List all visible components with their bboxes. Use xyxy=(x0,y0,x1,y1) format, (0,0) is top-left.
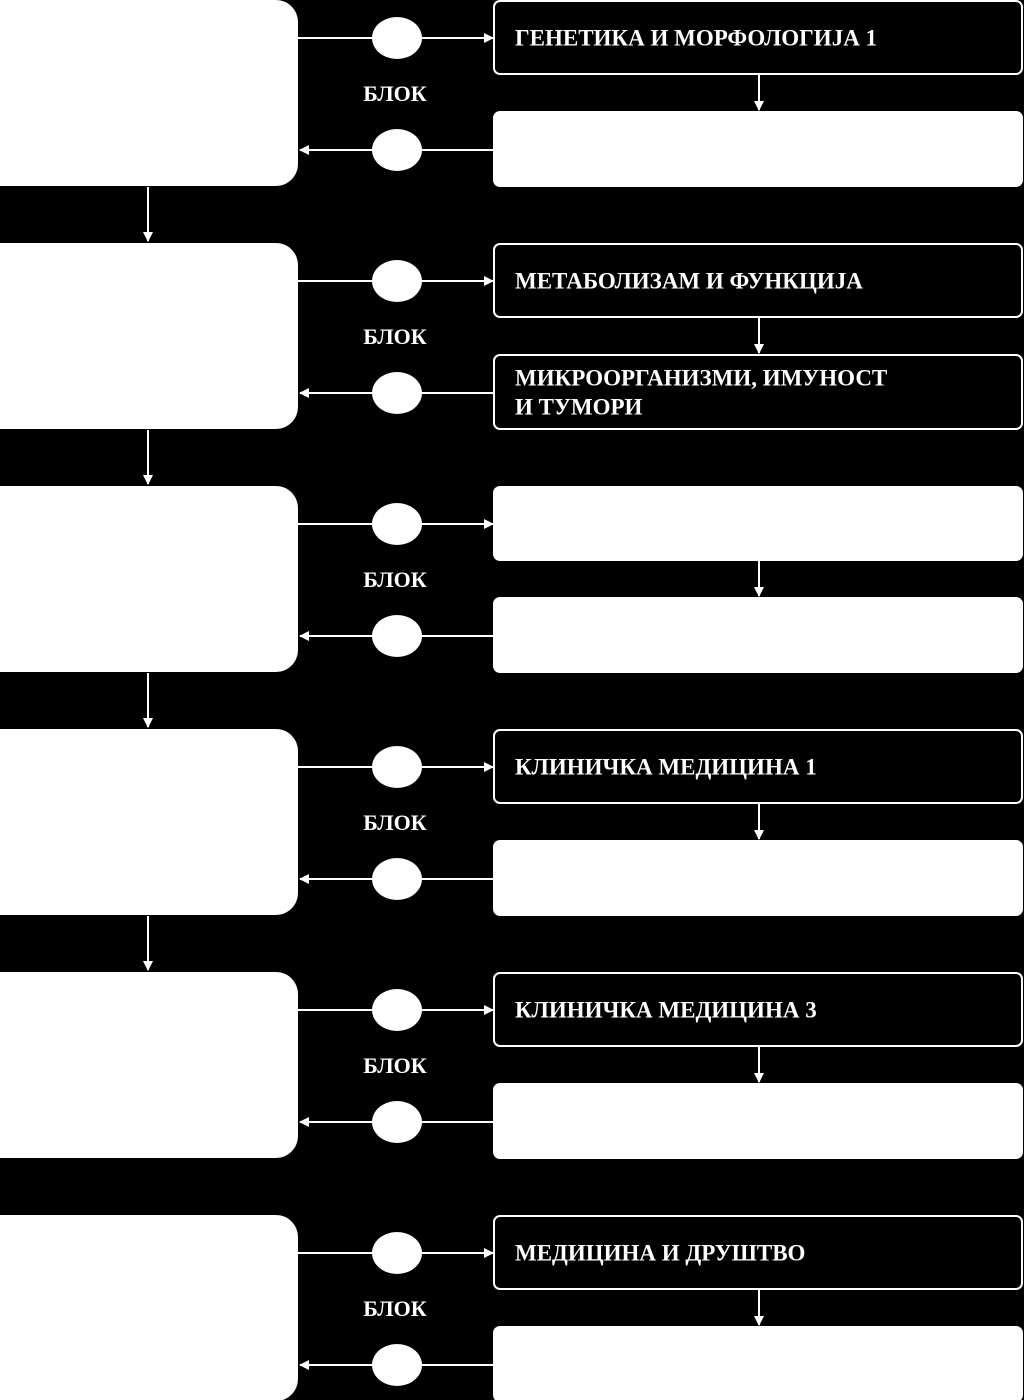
right-top-box xyxy=(493,972,1023,1047)
connector-circle-in xyxy=(372,1344,422,1386)
flow-row: БЛОК КЛИНИЧКА МЕДИЦИНА 1 xyxy=(0,729,1023,971)
connector-circle-out xyxy=(372,503,422,545)
flow-row: БЛОК МЕДИЦИНА И ДРУШТВО xyxy=(0,1215,1023,1400)
right-bottom-box xyxy=(493,111,1023,187)
right-bottom-box xyxy=(493,1083,1023,1159)
block-label: БЛОК xyxy=(363,567,427,592)
block-label: БЛОК xyxy=(363,1053,427,1078)
left-block-box xyxy=(0,972,298,1158)
connector-circle-out xyxy=(372,17,422,59)
connector-circle-out xyxy=(372,989,422,1031)
right-bottom-box xyxy=(493,354,1023,430)
connector-circle-in xyxy=(372,1101,422,1143)
right-top-box xyxy=(493,1215,1023,1290)
right-bottom-box-label: МИКРООРГАНИЗМИ, ИМУНОСТ xyxy=(515,366,887,391)
right-top-box-label: ГЕНЕТИКА И МОРФОЛОГИЈА 1 xyxy=(515,26,877,51)
right-bottom-box xyxy=(493,840,1023,916)
right-top-box-label: МЕДИЦИНА И ДРУШТВО xyxy=(515,1241,805,1266)
flow-row: БЛОК xyxy=(0,486,1023,728)
connector-circle-in xyxy=(372,372,422,414)
connector-circle-out xyxy=(372,260,422,302)
block-label: БЛОК xyxy=(363,810,427,835)
flow-row: БЛОК ГЕНЕТИКА И МОРФОЛОГИЈА 1 xyxy=(0,0,1023,242)
left-block-box xyxy=(0,486,298,672)
right-bottom-box-label: И ТУМОРИ xyxy=(515,395,643,420)
right-top-box xyxy=(493,0,1023,75)
right-top-box-label: МЕТАБОЛИЗАМ И ФУНКЦИЈА xyxy=(515,269,863,294)
left-block-box xyxy=(0,729,298,915)
block-label: БЛОК xyxy=(363,81,427,106)
right-top-box-label: КЛИНИЧКА МЕДИЦИНА 1 xyxy=(515,755,817,780)
connector-circle-in xyxy=(372,858,422,900)
connector-circle-in xyxy=(372,129,422,171)
right-top-box xyxy=(493,486,1023,561)
block-label: БЛОК xyxy=(363,324,427,349)
connector-circle-out xyxy=(372,746,422,788)
connector-circle-in xyxy=(372,615,422,657)
block-label: БЛОК xyxy=(363,1296,427,1321)
right-bottom-box xyxy=(493,1326,1023,1400)
flow-row: БЛОК КЛИНИЧКА МЕДИЦИНА 3 xyxy=(0,972,1023,1159)
left-block-box xyxy=(0,0,298,186)
left-block-box xyxy=(0,243,298,429)
right-top-box xyxy=(493,243,1023,318)
left-block-box xyxy=(0,1215,298,1400)
right-top-box-label: КЛИНИЧКА МЕДИЦИНА 3 xyxy=(515,998,817,1023)
connector-circle-out xyxy=(372,1232,422,1274)
flow-row: БЛОК МЕТАБОЛИЗАМ И ФУНКЦИЈА МИКРООРГАНИЗМИ… xyxy=(0,243,1023,485)
right-bottom-box xyxy=(493,597,1023,673)
right-top-box xyxy=(493,729,1023,804)
